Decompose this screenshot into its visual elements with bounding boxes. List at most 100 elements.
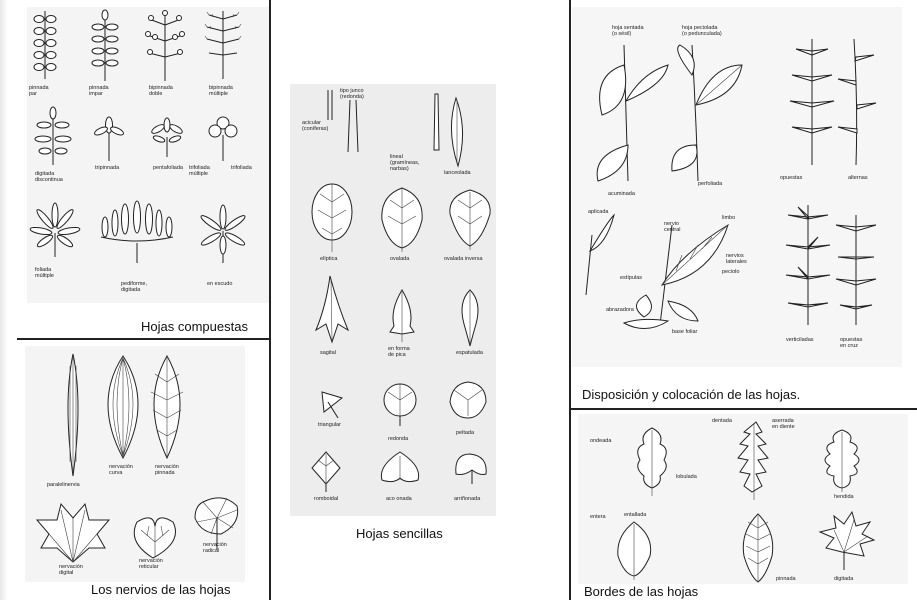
lanceolada-leaf <box>451 98 462 166</box>
nervacion-pinnada-leaf <box>151 356 183 458</box>
label-pentafoliada: pentafoliada <box>153 165 183 171</box>
foliada-multiple-leaf <box>30 203 81 257</box>
pinnada-impar-leaf <box>92 10 118 81</box>
label-peciolo: peciolo <box>722 269 739 275</box>
dentada-aserrada-leaf <box>738 422 768 500</box>
ovalada-inversa-leaf <box>450 190 490 250</box>
paralelinervia-leaf <box>68 354 78 476</box>
label-abrazadora: abrazadora <box>606 307 634 313</box>
eliptica-leaf <box>312 184 352 252</box>
label-espatulada: espatulada <box>456 350 483 356</box>
label-base-foliar: base foliar <box>672 329 697 335</box>
label-nervio-central: nervio central <box>664 221 681 233</box>
label-limbo: limbo <box>722 215 735 221</box>
nervacion-curva-leaf <box>108 356 138 458</box>
label-nervacion-pinnada: nervación pinnada <box>155 464 179 476</box>
label-alternas: alternas <box>848 175 868 181</box>
ondeada-lobulada-leaf <box>638 428 667 496</box>
panel-bordes: ondeada lobulada entera entallada dentad… <box>572 412 912 600</box>
tipo-junco-leaf <box>328 90 332 120</box>
pediforme-digitada-leaf <box>101 201 173 263</box>
bipinnada-doble-leaf <box>146 11 185 82</box>
label-trifoliada: trifoliada <box>231 165 252 171</box>
illustration-leaf-veins <box>17 342 269 592</box>
page-edge-shadow <box>0 0 8 600</box>
digitada-margin-leaf <box>820 512 874 570</box>
sagital-leaf <box>316 276 348 342</box>
divider-vertical-right <box>569 0 571 600</box>
lineal-leaf <box>434 94 439 150</box>
label-verticiladas: verticiladas <box>786 337 814 343</box>
caption-hojas-compuestas: Hojas compuestas <box>141 319 248 334</box>
label-tipo-junco: tipo junco (redonda) <box>340 88 364 100</box>
illustration-leaf-arrangement <box>572 5 912 375</box>
hoja-peciolada-stem <box>672 45 742 181</box>
label-eliptica: elíptica <box>320 256 337 262</box>
label-ondeada: ondeada <box>590 438 611 444</box>
opuestas-stem <box>790 39 834 165</box>
pinnada-margin-leaf <box>743 514 772 582</box>
label-hendida: hendida <box>834 494 854 500</box>
label-pinnada: pinnada <box>776 576 796 582</box>
label-arrinonada: arriñonada <box>454 496 480 502</box>
label-nervios-laterales: nervios laterales <box>726 253 747 265</box>
label-trifoliada-multiple: trifoliada múltiple <box>189 165 210 177</box>
label-sagital: sagital <box>320 350 336 356</box>
divider-vertical-left <box>269 0 271 600</box>
label-digitada-discontinua: digitada discontinua <box>35 171 63 183</box>
label-redonda: redonda <box>388 436 408 442</box>
label-nervacion-curva: nervación curva <box>109 464 133 476</box>
label-aserrada: aserrada en diente <box>772 418 795 430</box>
label-pinnada-par: pinnada par <box>29 85 49 97</box>
label-pediforme-digitada: pediforme, digitada <box>121 281 147 293</box>
nervacion-digital-leaf <box>37 504 109 562</box>
label-bipinnada-multiple: bipinnada múltiple <box>209 85 233 97</box>
label-acuminada: acuminada <box>608 191 635 197</box>
label-triangular: triangular <box>318 422 341 428</box>
label-entera: entera <box>590 514 606 520</box>
ovalada-leaf <box>382 188 422 252</box>
label-opuestas-en-cruz: opuestas en cruz <box>840 337 862 349</box>
bipinnada-multiple-leaf <box>205 11 241 79</box>
label-dentada: dentada <box>712 418 732 424</box>
divider-horizontal-left <box>17 338 271 340</box>
label-lanceolada: lanceolada <box>444 170 471 176</box>
label-hoja-peciolada: hoja peciolada (o pedunculada) <box>682 25 722 37</box>
label-acorazonada: aco onada <box>386 496 412 502</box>
label-entallada: entallada <box>624 512 646 518</box>
trifoliada-leaf <box>209 117 237 161</box>
peltada-leaf <box>450 382 486 418</box>
label-nervacion-digital: nervación digital <box>59 564 83 576</box>
label-foliada-multiple: foliada múltiple <box>35 267 54 279</box>
panel-hojas-compuestas: pinnada par pinnada impar bipinnada dobl… <box>17 5 269 338</box>
opuestas-en-cruz-stem <box>836 215 876 325</box>
verticiladas-stem <box>786 205 830 325</box>
caption-disposicion: Disposición y colocación de las hojas. <box>582 387 800 402</box>
label-hoja-sentada: hoja sentada (o sésil) <box>612 25 644 37</box>
panel-disposicion: hoja sentada (o sésil) hoja peciolada (o… <box>572 5 912 408</box>
label-peltada: peltada <box>456 430 474 436</box>
label-pinnada-impar: pinnada impar <box>89 85 109 97</box>
digitada-discontinua-leaf <box>35 107 71 165</box>
label-lineal: lineal (gramíneas, narbas) <box>390 154 419 172</box>
label-digitada: digitada <box>834 576 853 582</box>
en-forma-de-pica-leaf <box>390 290 414 342</box>
acorazonada-leaf <box>381 452 418 482</box>
alternas-stem <box>838 39 876 165</box>
espatulada-leaf <box>462 290 478 346</box>
label-opuestas: opuestas <box>780 175 802 181</box>
label-paralelinervia: paralelinervia <box>47 482 80 488</box>
hendida-leaf <box>825 430 859 492</box>
illustration-compound-leaves <box>17 5 269 305</box>
romboidal-leaf <box>312 452 340 492</box>
label-en-forma-de-pica: en forma de pica <box>388 346 410 358</box>
acicular-leaf <box>348 100 358 152</box>
label-lobulada: lobulada <box>676 474 697 480</box>
label-bipinnada-doble: bipinnada doble <box>149 85 173 97</box>
triangular-leaf <box>322 392 342 418</box>
label-perfoliada: perfoliada <box>698 181 722 187</box>
caption-los-nervios: Los nervios de las hojas <box>91 582 230 597</box>
pentafoliada-leaf <box>150 118 183 157</box>
label-nervacion-radical: nervación radical <box>203 542 227 554</box>
label-ovalada: ovalada <box>390 256 409 262</box>
